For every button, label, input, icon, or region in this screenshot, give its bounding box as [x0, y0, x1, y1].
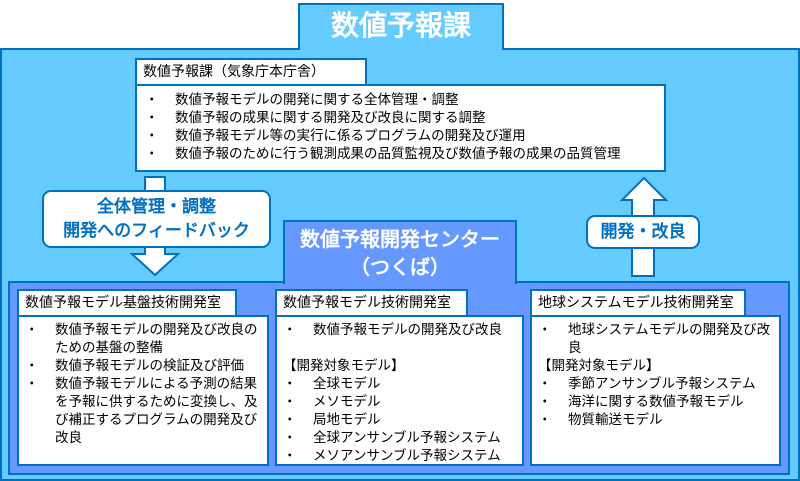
models-title: 【開発対象モデル】	[283, 358, 405, 374]
hq-item: 数値予報モデルの開発に関する全体管理・調整	[145, 91, 656, 109]
lab-item: 数値予報モデルの検証及び評価	[25, 357, 261, 375]
hq-item: 数値予報モデル等の実行に係るプログラムの開発及び運用	[145, 127, 656, 145]
center-title-line2: （つくば）	[350, 255, 450, 279]
feedback-label: 全体管理・調整 開発へのフィードバック	[42, 190, 271, 248]
division-title: 数値予報課	[298, 3, 504, 50]
lab-item: 数値予報モデルの開発及び改良	[283, 321, 516, 339]
lab-item: 地球システムモデルの開発及び改良	[538, 321, 773, 357]
hq-item: 数値予報の成果に関する開発及び改良に関する調整	[145, 109, 656, 127]
model-item: メソモデル	[283, 393, 516, 411]
lab-header: 数値予報モデル技術開発室	[275, 289, 468, 317]
improvement-label: 開発・改良	[586, 215, 700, 249]
lab-item: 数値予報モデルの開発及び改良のための基盤の整備	[25, 321, 261, 357]
center-title-line1: 数値予報開発センター	[300, 227, 500, 251]
lab-body: 数値予報モデルの開発及び改良のための基盤の整備 数値予報モデルの検証及び評価 数…	[17, 315, 269, 466]
model-item: 海洋に関する数値予報モデル	[538, 393, 773, 411]
lab-item: 数値予報モデルによる予測の結果を予報に供するために変換し、及び補正するプログラム…	[25, 375, 261, 447]
model-item: 季節アンサンブル予報システム	[538, 375, 773, 393]
lab-body: 数値予報モデルの開発及び改良 【開発対象モデル】 全球モデル メソモデル 局地モ…	[275, 315, 524, 466]
model-item: 全球モデル	[283, 375, 516, 393]
feedback-label-line2: 開発へのフィードバック	[63, 221, 250, 241]
hq-body: 数値予報モデルの開発に関する全体管理・調整 数値予報の成果に関する開発及び改良に…	[135, 84, 666, 172]
lab-header: 数値予報モデル基盤技術開発室	[17, 289, 237, 317]
feedback-label-line1: 全体管理・調整	[97, 197, 216, 217]
models-title: 【開発対象モデル】	[538, 358, 660, 374]
hq-header: 数値予報課（気象庁本庁舎）	[135, 58, 367, 86]
lab-header: 地球システムモデル技術開発室	[530, 289, 746, 317]
model-item: 局地モデル	[283, 411, 516, 429]
lab-body: 地球システムモデルの開発及び改良 【開発対象モデル】 季節アンサンブル予報システ…	[530, 315, 781, 466]
model-item: 全球アンサンブル予報システム	[283, 429, 516, 447]
center-title: 数値予報開発センター （つくば）	[283, 220, 517, 284]
model-item: メソアンサンブル予報システム	[283, 447, 516, 465]
model-item: 物質輸送モデル	[538, 411, 773, 429]
hq-item: 数値予報のために行う観測成果の品質監視及び数値予報の成果の品質管理	[145, 145, 656, 163]
